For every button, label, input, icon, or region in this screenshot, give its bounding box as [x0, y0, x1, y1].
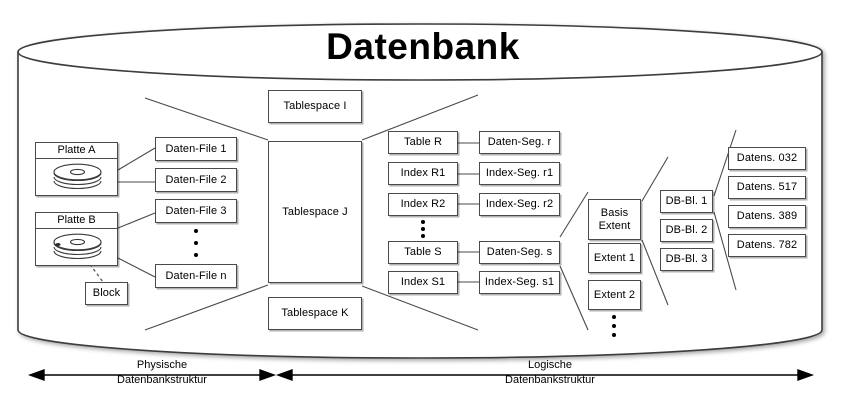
data-file-box-n[interactable]: Daten-File n — [155, 264, 237, 288]
extent-ellipsis-icon — [610, 315, 618, 337]
data-file-ellipsis-icon — [192, 229, 200, 257]
segment-box-daten-r[interactable]: Daten-Seg. r — [479, 131, 560, 154]
extent-basis-line2: Extent — [598, 219, 631, 232]
object-box-index-r1[interactable]: Index R1 — [388, 162, 458, 185]
disk-platte-a[interactable]: Platte A — [35, 142, 118, 196]
tablespace-box-k[interactable]: Tablespace K — [268, 297, 362, 330]
connector-group-extent-blocks — [641, 156, 669, 306]
segment-box-daten-s[interactable]: Daten-Seg. s — [479, 241, 560, 264]
disk-platte-b[interactable]: Platte B — [35, 212, 118, 266]
tablespace-box-i[interactable]: Tablespace I — [268, 90, 362, 123]
object-box-table-s[interactable]: Table S — [388, 241, 458, 264]
object-box-index-s1[interactable]: Index S1 — [388, 271, 458, 294]
object-box-index-r2[interactable]: Index R2 — [388, 193, 458, 216]
object-ellipsis-icon — [419, 220, 427, 238]
extent-box-1[interactable]: Extent 1 — [588, 243, 641, 273]
data-file-box-2[interactable]: Daten-File 2 — [155, 168, 237, 192]
legend-logical: Logische Datenbankstruktur — [475, 358, 625, 388]
segment-box-index-s1[interactable]: Index-Seg. s1 — [479, 271, 560, 294]
legend-physical-line2: Datenbankstruktur — [117, 373, 207, 386]
disk-platte-b-label: Platte B — [36, 213, 117, 229]
legend-physical: Physische Datenbankstruktur — [92, 358, 232, 388]
extent-basis-line1: Basis — [600, 206, 629, 219]
db-block-box-1[interactable]: DB-Bl. 1 — [660, 190, 713, 213]
record-box-3[interactable]: Datens. 389 — [728, 205, 806, 228]
record-box-1[interactable]: Datens. 032 — [728, 147, 806, 170]
record-box-4[interactable]: Datens. 782 — [728, 234, 806, 257]
disk-platter-icon — [36, 229, 117, 272]
block-box[interactable]: Block — [85, 282, 128, 305]
legend-logical-line1: Logische — [527, 359, 573, 371]
legend-arrows — [27, 369, 815, 381]
connector-group-object-segment — [458, 142, 479, 283]
data-file-box-3[interactable]: Daten-File 3 — [155, 199, 237, 223]
segment-box-index-r2[interactable]: Index-Seg. r2 — [479, 193, 560, 216]
record-box-2[interactable]: Datens. 517 — [728, 176, 806, 199]
legend-physical-line1: Physische — [136, 359, 188, 371]
db-block-box-2[interactable]: DB-Bl. 2 — [660, 219, 713, 242]
connector-group-files-tablespaces — [144, 97, 269, 331]
connector-group-block-records — [713, 129, 737, 291]
page-title: Datenbank — [326, 26, 520, 67]
segment-box-index-r1[interactable]: Index-Seg. r1 — [479, 162, 560, 185]
connector-group-disks — [117, 147, 156, 278]
data-file-box-1[interactable]: Daten-File 1 — [155, 137, 237, 161]
object-box-table-r[interactable]: Table R — [388, 131, 458, 154]
extent-box-basis[interactable]: Basis Extent — [588, 199, 641, 240]
tablespace-box-j[interactable]: Tablespace J — [268, 141, 362, 283]
connector-group-segment-extents — [559, 191, 589, 331]
disk-platter-icon — [36, 159, 117, 202]
db-block-box-3[interactable]: DB-Bl. 3 — [660, 248, 713, 271]
extent-box-2[interactable]: Extent 2 — [588, 280, 641, 310]
legend-logical-line2: Datenbankstruktur — [505, 373, 595, 386]
connector-group-tablespaces-objects — [361, 94, 479, 331]
disk-platte-a-label: Platte A — [36, 143, 117, 159]
